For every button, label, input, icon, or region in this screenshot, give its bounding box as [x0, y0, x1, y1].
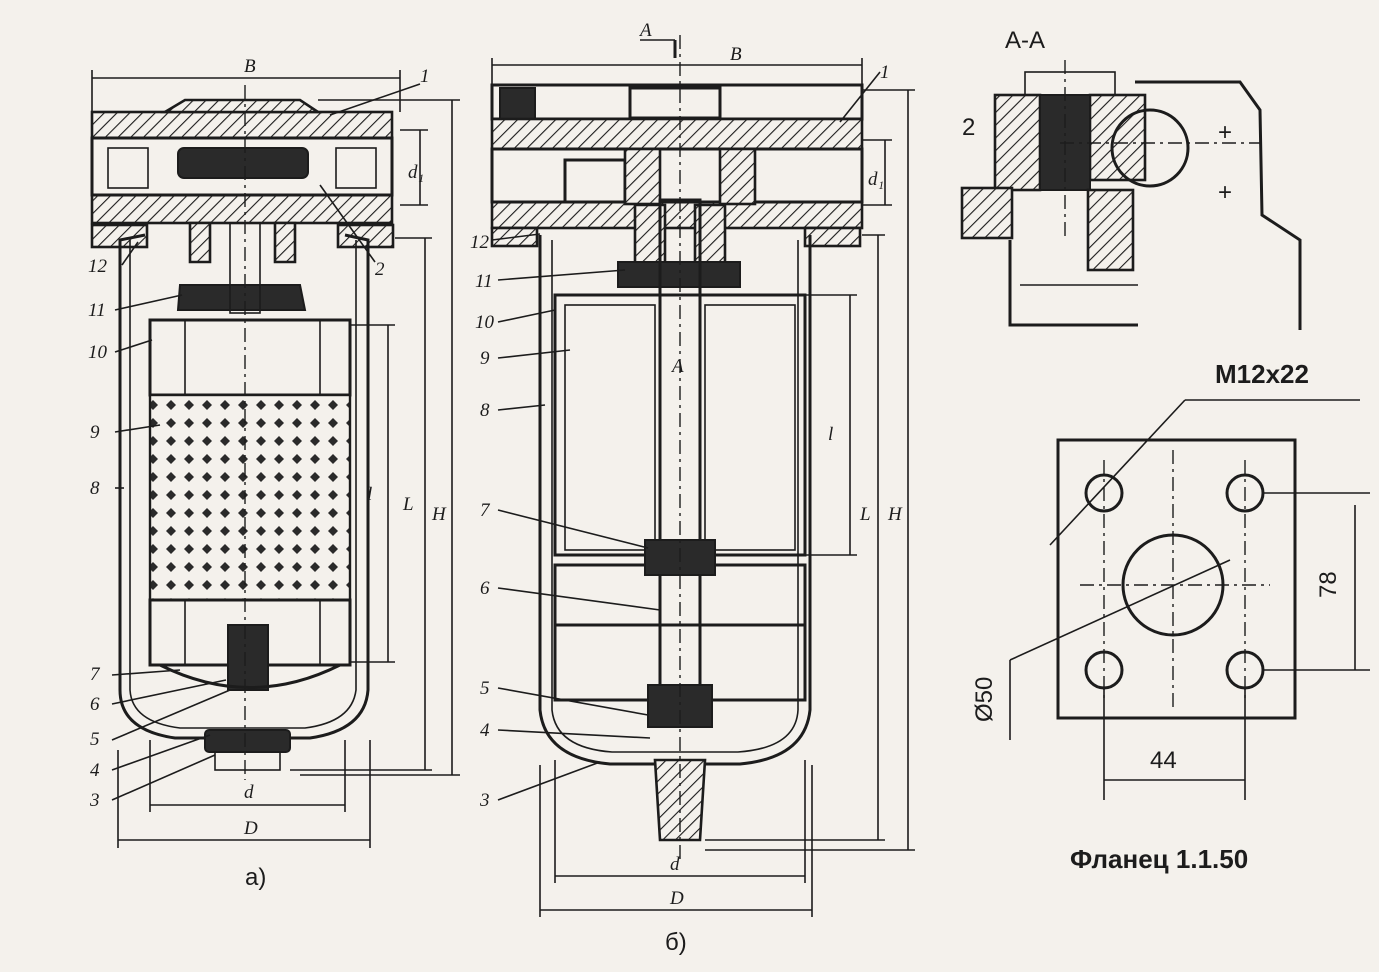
flange-top-b	[490, 117, 864, 151]
svg-text:9: 9	[90, 422, 100, 443]
nut-a	[176, 284, 307, 311]
view-a	[90, 70, 460, 848]
flange-bottom-b	[490, 200, 864, 230]
view-a-labels: B d₁ L l H d D 1 2 12 11 10 9 8 7 6 5 4 …	[88, 56, 447, 891]
svg-text:d₁: d₁	[408, 162, 424, 183]
svg-text:9: 9	[480, 348, 490, 369]
svg-text:l: l	[367, 484, 372, 505]
svg-text:8: 8	[480, 400, 490, 421]
svg-text:D: D	[669, 888, 684, 909]
section-part-2: 2	[962, 114, 975, 141]
svg-text:7: 7	[90, 664, 101, 685]
svg-text:4: 4	[480, 720, 490, 741]
svg-text:1: 1	[880, 62, 890, 83]
section-aa: А-А 2 + +	[960, 27, 1302, 330]
svg-text:H: H	[431, 504, 447, 525]
flange-bottom-a	[90, 193, 394, 225]
svg-text:l: l	[828, 424, 833, 445]
valve-a	[177, 147, 309, 179]
plus-mark-2: +	[1218, 179, 1232, 206]
svg-text:12: 12	[88, 256, 108, 277]
section-mark-a: А	[638, 20, 652, 41]
caption-b: б)	[665, 929, 687, 956]
caption-a: а)	[245, 864, 266, 891]
svg-text:d: d	[670, 854, 680, 875]
svg-text:D: D	[243, 818, 258, 839]
svg-text:А: А	[670, 356, 684, 377]
svg-text:2: 2	[375, 259, 385, 280]
bypass-circle	[1110, 108, 1190, 188]
svg-text:7: 7	[480, 500, 491, 521]
height-dim-label: 78	[1315, 571, 1342, 598]
nut-b	[617, 261, 741, 288]
svg-text:10: 10	[88, 342, 108, 363]
cap-a	[160, 98, 323, 114]
svg-text:11: 11	[475, 271, 493, 292]
svg-text:3: 3	[479, 790, 490, 811]
flange-plate	[1056, 438, 1297, 720]
svg-text:11: 11	[88, 300, 106, 321]
svg-text:8: 8	[90, 478, 100, 499]
svg-text:d₁: d₁	[868, 169, 884, 190]
svg-text:d: d	[244, 782, 254, 803]
bolt-a	[227, 624, 269, 691]
svg-text:B: B	[244, 56, 256, 77]
svg-text:12: 12	[470, 232, 490, 253]
svg-text:L: L	[402, 494, 414, 515]
svg-text:H: H	[887, 504, 903, 525]
svg-text:4: 4	[90, 760, 100, 781]
section-title: А-А	[1005, 27, 1045, 54]
svg-text:3: 3	[89, 790, 100, 811]
drain-a	[204, 729, 291, 753]
diameter-label: Ø50	[971, 677, 998, 722]
svg-text:B: B	[730, 44, 742, 65]
flange-top-a	[90, 110, 394, 140]
svg-text:6: 6	[480, 578, 490, 599]
svg-text:6: 6	[90, 694, 100, 715]
view-b-labels: А А B d₁ L l H d D 1 12 11 10 9 8 7 6 5 …	[470, 20, 903, 956]
thread-label: M12x22	[1215, 359, 1309, 389]
flange-hole-tl	[1084, 473, 1124, 513]
svg-text:5: 5	[480, 678, 490, 699]
width-dim-label: 44	[1150, 747, 1177, 774]
filter-mesh-a	[148, 393, 352, 602]
flange-caption: Фланец 1.1.50	[1070, 844, 1248, 874]
plus-mark-1: +	[1218, 119, 1232, 146]
svg-text:5: 5	[90, 729, 100, 750]
svg-text:L: L	[859, 504, 871, 525]
flange-view: M12x22 Ø50 78 44 Фланец 1.1.50	[971, 359, 1370, 874]
svg-text:10: 10	[475, 312, 495, 333]
svg-text:1: 1	[420, 66, 430, 87]
view-b	[490, 35, 915, 917]
